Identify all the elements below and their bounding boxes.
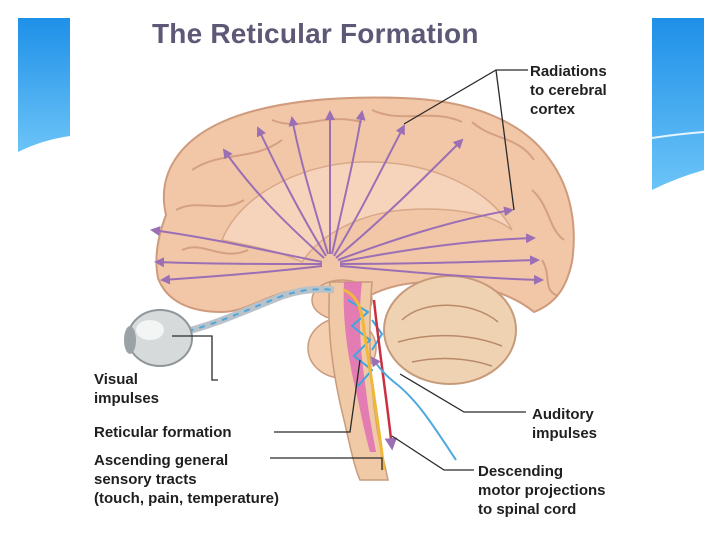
label-reticular-formation: Reticular formation (94, 424, 232, 441)
leader-lines (172, 69, 528, 471)
radiation-arrows (150, 110, 544, 285)
reticular-formation-core (343, 282, 376, 452)
eyeball-illustration (124, 309, 193, 367)
label-radiations: Radiations to cerebral cortex (530, 63, 607, 118)
label-descending-motor-projections: Descending motor projections to spinal c… (478, 463, 606, 518)
label-auditory-impulses: Auditory impulses (532, 406, 598, 442)
brain-diagram (124, 69, 575, 481)
slide-decoration-left (18, 18, 70, 152)
label-visual-impulses: Visual impulses (94, 371, 160, 407)
slide-decoration-right (652, 18, 704, 190)
label-ascending-sensory-tracts: Ascending general sensory tracts (touch,… (94, 452, 280, 507)
reticular-formation-figure: The Reticular Formation Radiations to ce… (72, 0, 650, 540)
slide-title: The Reticular Formation (152, 18, 479, 49)
cerebellum-shape (383, 275, 517, 385)
